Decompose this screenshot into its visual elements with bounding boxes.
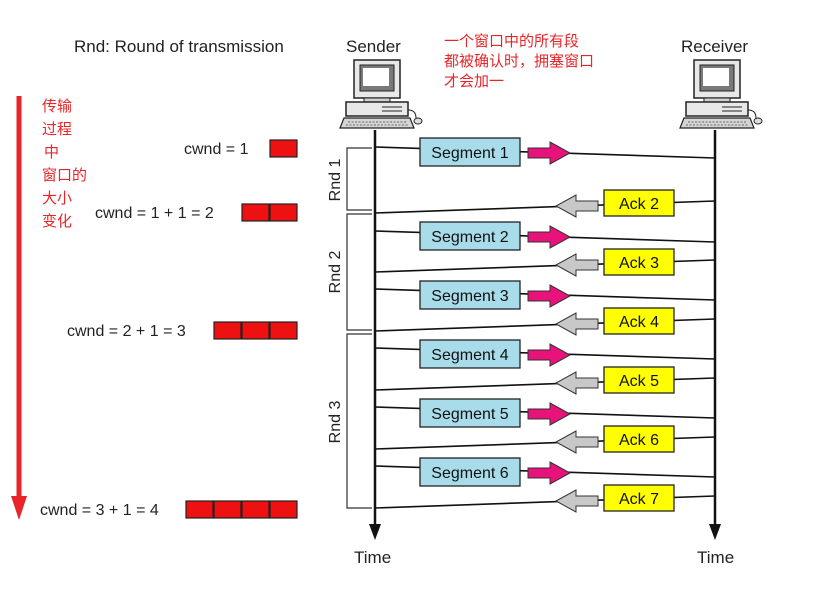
time-progress-arrow	[11, 96, 27, 520]
ack-box: Ack 6	[603, 425, 675, 453]
time-label-sender: Time	[354, 548, 391, 567]
cwnd-block	[269, 203, 298, 222]
gray-arrows	[554, 194, 599, 513]
segment-label: Segment 6	[431, 465, 508, 482]
ack-label: Ack 6	[619, 432, 659, 449]
round-label-2: Rnd 2	[327, 251, 344, 294]
cwnd-block	[241, 203, 270, 222]
sender-label: Sender	[346, 37, 401, 56]
cwnd-label-3: cwnd = 2 + 1 = 3	[67, 323, 186, 340]
gray-arrow-icon	[554, 489, 599, 513]
cwnd-block	[241, 500, 270, 519]
cwnd-block	[213, 500, 242, 519]
receiver-computer-icon	[679, 59, 763, 129]
annotation-left-line-2: 过程	[42, 121, 72, 138]
annotation-left-line-1: 传输	[42, 98, 72, 115]
annotation-top-line-3: 才会加一	[444, 73, 504, 90]
ack-box: Ack 5	[603, 366, 675, 394]
annotation-left: 传输 过程 中 窗口的 大小 变化	[42, 98, 87, 230]
segment-boxes: Segment 1 Segment 2 Segment 3 Segment 4 …	[419, 137, 521, 487]
receiver-timeline	[709, 130, 721, 540]
cwnd-block	[269, 139, 298, 158]
annotation-top-line-1: 一个窗口中的所有段	[444, 32, 579, 50]
sender-timeline	[369, 130, 381, 540]
segment-label: Segment 2	[431, 229, 508, 246]
cwnd-block	[269, 500, 298, 519]
annotation-left-line-5: 大小	[42, 190, 72, 207]
cwnd-block	[269, 321, 298, 340]
ack-box: Ack 4	[603, 307, 675, 335]
round-label-1: Rnd 1	[327, 159, 344, 202]
gray-arrow-icon	[554, 430, 599, 454]
pink-arrow-icon	[527, 461, 572, 485]
segment-label: Segment 1	[431, 145, 508, 162]
ack-label: Ack 7	[619, 491, 659, 508]
segment-label: Segment 5	[431, 406, 508, 423]
sender-computer-icon	[339, 59, 423, 129]
pink-arrows	[527, 141, 572, 485]
ack-box: Ack 3	[603, 248, 675, 276]
round-brackets	[346, 147, 372, 509]
annotation-left-line-6: 变化	[42, 213, 72, 230]
ack-label: Ack 2	[619, 196, 659, 213]
receiver-label: Receiver	[681, 37, 748, 56]
legend-text: Rnd: Round of transmission	[74, 37, 284, 56]
annotation-left-line-3: 中	[44, 144, 59, 161]
ack-label: Ack 5	[619, 373, 659, 390]
cwnd-block	[241, 321, 270, 340]
segment-box: Segment 6	[419, 457, 521, 487]
pink-arrow-icon	[527, 343, 572, 367]
segment-box: Segment 4	[419, 339, 521, 369]
pink-arrow-icon	[527, 402, 572, 426]
gray-arrow-icon	[554, 194, 599, 218]
ack-boxes: Ack 2 Ack 3 Ack 4 Ack 5 Ack 6 Ack 7	[603, 189, 675, 512]
ack-label: Ack 3	[619, 255, 659, 272]
pink-arrow-icon	[527, 284, 572, 308]
segment-label: Segment 3	[431, 288, 508, 305]
pink-arrow-icon	[527, 225, 572, 249]
cwnd-label-1: cwnd = 1	[184, 141, 249, 158]
segment-box: Segment 2	[419, 221, 521, 251]
segment-label: Segment 4	[431, 347, 508, 364]
cwnd-block	[185, 500, 214, 519]
ack-label: Ack 4	[619, 314, 659, 331]
annotation-top-line-2: 都被确认时，拥塞窗口	[444, 52, 594, 70]
gray-arrow-icon	[554, 312, 599, 336]
segment-box: Segment 3	[419, 280, 521, 310]
gray-arrow-icon	[554, 371, 599, 395]
pink-arrow-icon	[527, 141, 572, 165]
time-label-receiver: Time	[697, 548, 734, 567]
cwnd-block	[213, 321, 242, 340]
ack-box: Ack 7	[603, 484, 675, 512]
cwnd-label-2: cwnd = 1 + 1 = 2	[95, 205, 214, 222]
cwnd-group: cwnd = 1 cwnd = 1 + 1 = 2 cwnd = 2 + 1 =…	[40, 139, 298, 519]
round-label-3: Rnd 3	[327, 401, 344, 444]
segment-box: Segment 5	[419, 398, 521, 428]
annotation-left-line-4: 窗口的	[42, 166, 87, 184]
cwnd-label-4: cwnd = 3 + 1 = 4	[40, 502, 159, 519]
annotation-top: 一个窗口中的所有段 都被确认时，拥塞窗口 才会加一	[444, 32, 594, 90]
ack-box: Ack 2	[603, 189, 675, 217]
gray-arrow-icon	[554, 253, 599, 277]
segment-box: Segment 1	[419, 137, 521, 167]
